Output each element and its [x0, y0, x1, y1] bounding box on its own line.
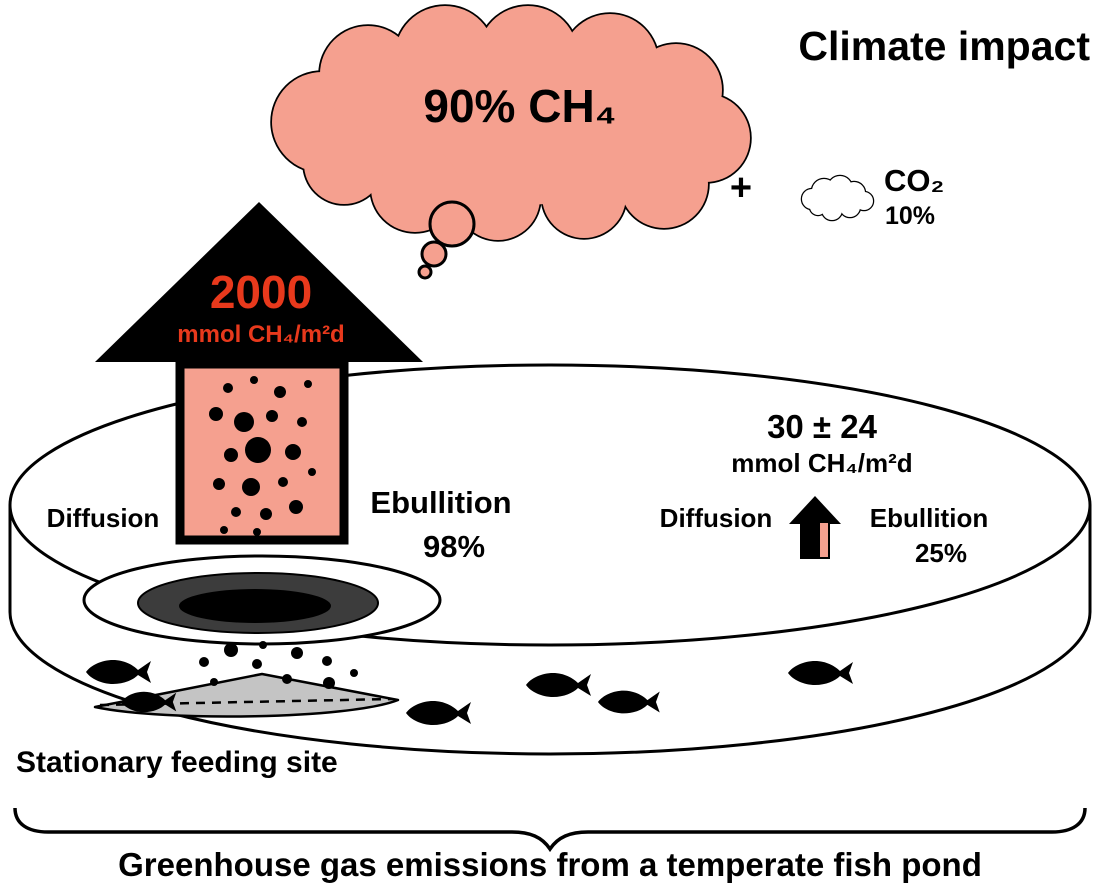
bubble	[224, 448, 238, 462]
hotspot-ebullition-percent: 98%	[423, 529, 485, 564]
pond-diffusion-label: Diffusion	[660, 503, 773, 533]
pond-flux-unit: mmol CH₄/m²d	[731, 448, 912, 478]
bubble	[278, 477, 288, 487]
bubble	[213, 478, 225, 490]
co2-cloud	[800, 174, 875, 222]
pond-flux-arrow-icon	[789, 496, 841, 559]
bubble	[209, 407, 223, 421]
tail-bubble	[420, 240, 448, 268]
methane-cloud: 90% CH₄	[270, 4, 752, 280]
hotspot-core	[179, 589, 331, 623]
hotspot-diffusion-label: Diffusion	[47, 503, 160, 533]
bubble	[199, 657, 209, 667]
bubble	[282, 674, 292, 684]
thought-bubble-tail	[417, 200, 476, 280]
hotspot-flux-unit: mmol CH₄/m²d	[177, 321, 344, 348]
hotspot-flux-value: 2000	[210, 266, 312, 318]
bubble	[285, 444, 301, 460]
bubble	[245, 437, 271, 463]
cloud-ch4-label: 90% CH₄	[423, 80, 616, 132]
caption-brace	[13, 807, 1087, 853]
plus-sign: +	[730, 167, 752, 209]
hotspot-ebullition-label: Ebullition	[370, 485, 511, 520]
bubble	[350, 669, 358, 677]
pond-bubble-cluster	[199, 641, 358, 689]
pond-ebullition-label: Ebullition	[870, 503, 988, 533]
pond-flux-arrow-head	[789, 496, 841, 524]
pond-flux-value: 30 ± 24	[767, 408, 878, 445]
bubble	[297, 417, 307, 427]
bubble	[274, 386, 286, 398]
bubble	[223, 383, 233, 393]
bubble	[234, 412, 254, 432]
bubble	[323, 677, 335, 689]
bubble	[322, 656, 332, 666]
bubble	[231, 507, 241, 517]
sediment-hotspot	[82, 554, 442, 646]
flux-arrow-head	[95, 202, 423, 362]
caption: Greenhouse gas emissions from a temperat…	[118, 846, 982, 883]
pond-flux-ebullition-stripe	[820, 522, 829, 558]
bubble	[260, 508, 272, 520]
co2-percent: 10%	[885, 202, 935, 230]
co2-label: CO₂	[884, 163, 944, 198]
bubble	[291, 647, 303, 659]
bubble	[289, 500, 303, 514]
tail-bubble	[428, 200, 476, 248]
ebullition-bubbles	[209, 376, 316, 536]
bubble	[210, 678, 218, 686]
pond-flux-arrow-outline	[800, 521, 830, 559]
hotspot-flux: 2000 mmol CH₄/m²d Diffusion Ebullition 9…	[47, 202, 512, 564]
bubble	[220, 526, 228, 534]
bubble	[259, 641, 267, 649]
bubble	[308, 468, 316, 476]
bubble	[242, 478, 260, 496]
title: Climate impact	[798, 23, 1090, 69]
pond-ebullition-percent: 25%	[915, 538, 967, 568]
bubble	[224, 643, 238, 657]
bubble	[253, 528, 261, 536]
tail-bubble	[417, 264, 433, 280]
feeding-site-label: Stationary feeding site	[16, 746, 338, 779]
bubble	[266, 410, 278, 422]
bubble	[304, 380, 312, 388]
bubble	[252, 659, 262, 669]
bubble	[250, 376, 258, 384]
pond-flux: 30 ± 24 mmol CH₄/m²d Diffusion Ebullitio…	[660, 408, 989, 568]
